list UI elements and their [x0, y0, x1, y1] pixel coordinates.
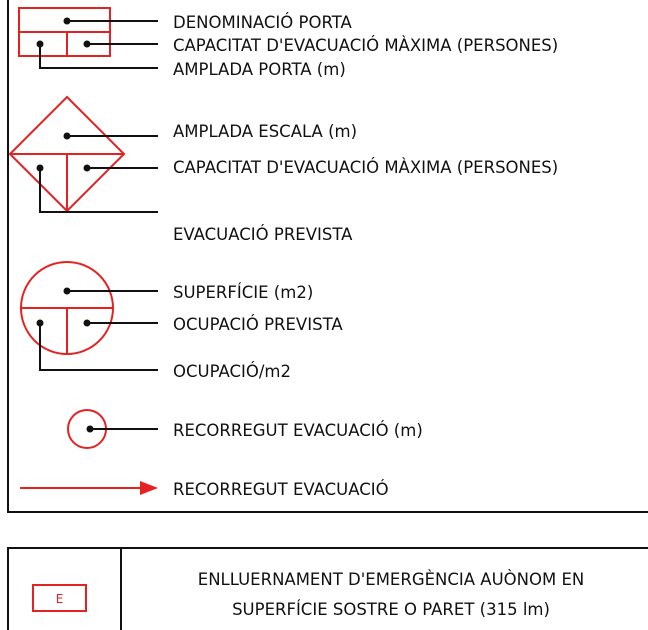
route-distance-label: RECORREGUT EVACUACIÓ (m) — [173, 421, 423, 440]
emergency-light-letter: E — [56, 592, 64, 606]
lighting-table-frame — [7, 547, 648, 630]
room-leaders — [36, 287, 158, 371]
door-rect-icon — [18, 7, 111, 57]
stair-capacity-label: CAPACITAT D'EVACUACIÓ MÀXIMA (PERSONES) — [173, 158, 558, 177]
door-capacity-label: CAPACITAT D'EVACUACIÓ MÀXIMA (PERSONES) — [173, 36, 558, 55]
door-name-label: DENOMINACIÓ PORTA — [173, 13, 353, 32]
room-occupancy-label: OCUPACIÓ PREVISTA — [173, 315, 343, 334]
stair-planned-label: EVACUACIÓ PREVISTA — [173, 225, 353, 244]
stair-diamond-icon — [8, 95, 126, 213]
red-arrow-icon — [20, 481, 158, 495]
door-leaders — [36, 17, 158, 69]
room-area-label: SUPERFÍCIE (m2) — [173, 283, 313, 302]
door-width-label: AMPLADA PORTA (m) — [173, 60, 346, 79]
room-circle-icon — [20, 261, 114, 355]
route-arrow-label: RECORREGUT EVACUACIÓ — [173, 480, 389, 499]
emergency-light-icon: E — [32, 584, 87, 612]
room-density-label: OCUPACIÓ/m2 — [173, 362, 291, 381]
stair-width-label: AMPLADA ESCALA (m) — [173, 122, 357, 141]
lighting-description-line-2: SUPERFÍCIE SOSTRE O PARET (315 lm) — [232, 600, 550, 619]
legend-frame — [7, 0, 648, 513]
lighting-description-line-1: ENLLUERNAMENT D'EMERGÈNCIA AUÒNOM EN — [198, 570, 584, 589]
stair-leaders — [36, 132, 158, 213]
